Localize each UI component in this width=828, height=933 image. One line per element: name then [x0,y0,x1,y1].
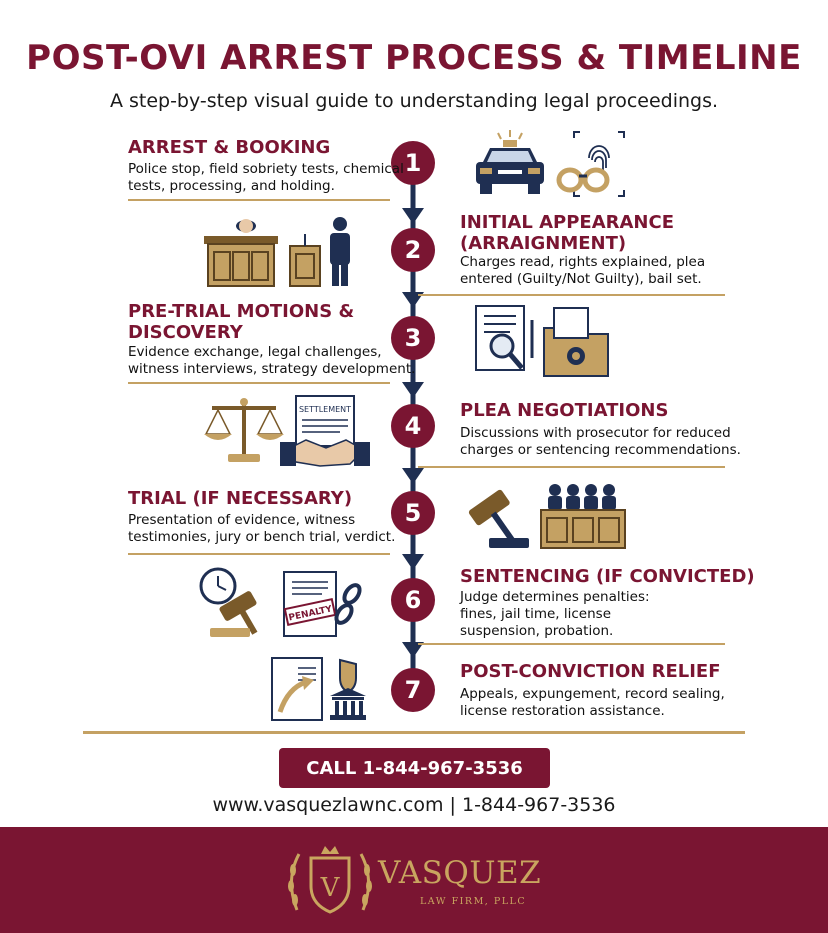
appeal-document-courthouse-icon [271,657,366,721]
call-button[interactable]: CALL 1-844-967-3536 [279,748,550,788]
step-divider [418,294,725,296]
step-heading: POST-CONVICTION RELIEF [460,661,721,682]
clock-penalty-chain-icon: PENALTY [199,567,362,637]
section-divider [83,731,745,734]
step-description: Police stop, field sobriety tests, chemi… [128,161,404,194]
step-number-badge: 1 [391,141,435,185]
gavel-jury-icon [468,484,626,549]
step-description: Appeals, expungement, record sealing,lic… [460,686,725,719]
step-number-badge: 3 [391,316,435,360]
law-firm-crest-icon: V [288,846,372,914]
step-divider [418,466,725,468]
page-title: POST-OVI ARREST PROCESS & TIMELINE [26,38,802,78]
step-divider [128,553,390,555]
step-number-badge: 5 [391,491,435,535]
contact-line: www.vasquezlawnc.com | 1-844-967-3536 [212,794,616,816]
arrow-down-icon [402,554,424,570]
step-heading: TRIAL (IF NECESSARY) [128,488,353,509]
step-description: Judge determines penalties:fines, jail t… [460,589,650,639]
arrow-down-icon [402,208,424,224]
documents-folder-icon [475,305,609,377]
arrow-down-icon [402,292,424,308]
step-heading: PRE-TRIAL MOTIONS &DISCOVERY [128,301,355,343]
step-heading: PLEA NEGOTIATIONS [460,400,669,421]
courtroom-judge-icon [204,217,350,287]
step-number-badge: 2 [391,228,435,272]
svg-text:V: V [320,873,341,903]
step-number-badge: 7 [391,668,435,712]
settlement-doc-label: SETTLEMENT [299,405,351,414]
step-description: Evidence exchange, legal challenges,witn… [128,344,416,377]
brand-name: VASQUEZ [378,855,542,891]
step-number-badge: 4 [391,404,435,448]
police-car-handcuffs-icon [476,130,625,197]
step-heading: ARREST & BOOKING [128,137,331,158]
brand-subtitle: LAW FIRM, PLLC [420,896,527,907]
step-divider [418,643,725,645]
footer-banner [0,827,828,933]
arrow-down-icon [402,642,424,658]
step-divider [128,199,390,201]
step-number-badge: 6 [391,578,435,622]
step-divider [128,382,390,384]
scales-handshake-icon: SETTLEMENT [204,395,370,467]
arrow-down-icon [402,468,424,484]
step-heading: INITIAL APPEARANCE(ARRAIGNMENT) [460,212,675,254]
step-heading: SENTENCING (IF CONVICTED) [460,566,755,587]
arrow-down-icon [402,382,424,398]
page-subtitle: A step-by-step visual guide to understan… [109,90,719,112]
